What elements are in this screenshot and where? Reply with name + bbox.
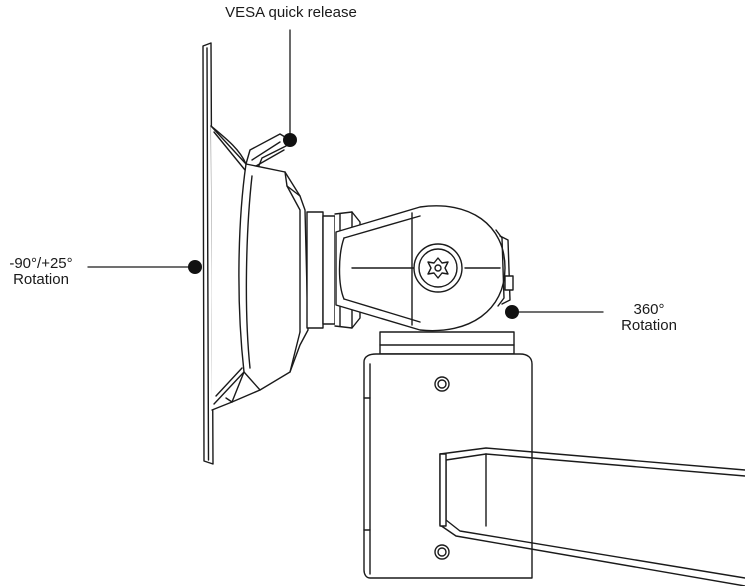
- horizontal-arm: [439, 447, 745, 586]
- tilt-label-line2: Rotation: [13, 271, 69, 288]
- rotate-label-line1: 360°: [633, 301, 665, 318]
- swivel-rotation-label: 360° Rotation: [608, 302, 690, 334]
- tilt-callout-dot: [188, 260, 202, 274]
- callout-dots: [188, 133, 519, 319]
- vesa-label-line1: VESA quick release: [225, 4, 357, 21]
- tilt-rotation-label: -90°/+25° Rotation: [0, 256, 82, 288]
- rotate-label-line2: Rotation: [621, 317, 677, 334]
- arm-column: [363, 331, 533, 579]
- swivel-knuckle: [335, 205, 514, 332]
- tilt-label-line1: -90°/+25°: [9, 255, 73, 272]
- vesa-plate: [202, 42, 214, 465]
- vesa-callout-dot: [283, 133, 297, 147]
- callout-lines: [87, 29, 604, 313]
- tilt-housing: [210, 125, 309, 411]
- rotate-callout-dot: [505, 305, 519, 319]
- vesa-quick-release-label: VESA quick release: [196, 5, 386, 21]
